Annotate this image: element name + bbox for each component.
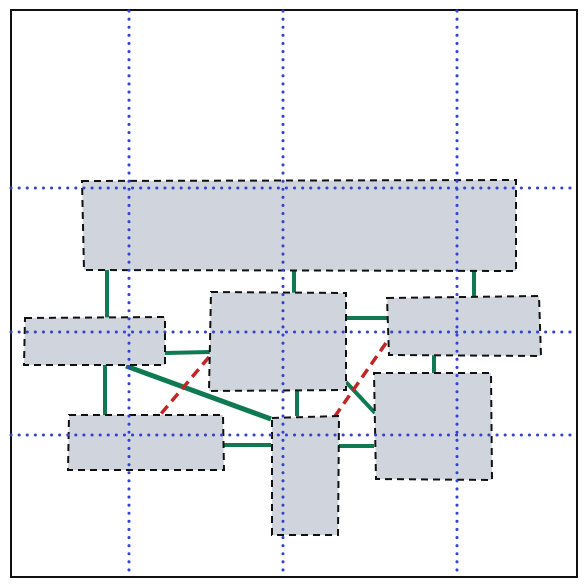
- connector-center-to-right-lower: [344, 380, 377, 415]
- block-tall-bottom: [271, 414, 341, 536]
- block-top-wide: [80, 178, 517, 273]
- connector-left-upper-to-tall: [125, 363, 272, 422]
- block-center: [207, 290, 347, 393]
- connector-left-upper-to-center: [164, 350, 211, 355]
- block-right-upper: [385, 294, 543, 358]
- dashed-connectors: [158, 341, 388, 421]
- block-left-lower: [66, 414, 226, 471]
- diagram-frame: [10, 9, 578, 578]
- blocks: [22, 178, 543, 536]
- solid-connectors: [103, 270, 476, 448]
- block-left-upper: [22, 315, 166, 366]
- block-right-lower: [372, 372, 494, 482]
- dashed-connector-center-to-left-lower: [158, 355, 211, 417]
- grid-lines: [9, 9, 579, 579]
